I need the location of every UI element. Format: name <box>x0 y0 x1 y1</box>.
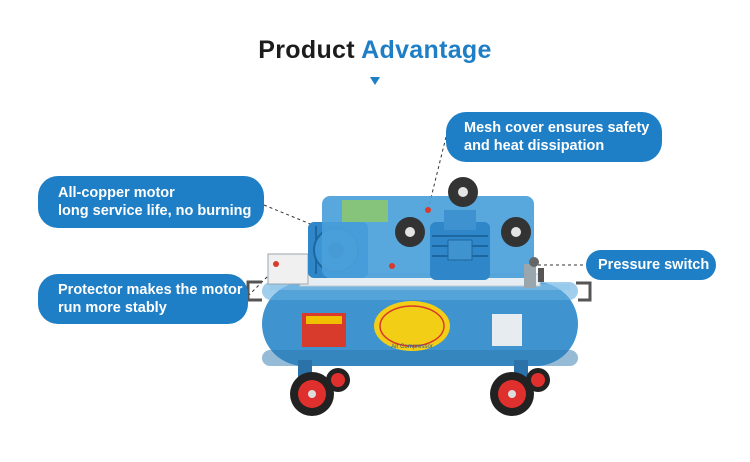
handle-left <box>246 280 262 302</box>
yellow-brand-badge <box>374 301 450 351</box>
wheel-front-left <box>290 372 334 416</box>
title-word-advantage: Advantage <box>361 36 492 64</box>
callout-mesh-line2: and heat dissipation <box>464 138 605 154</box>
callout-protector: Protector makes the motor run more stabl… <box>38 274 248 324</box>
tank-badge-text: Air Compressor <box>391 344 433 350</box>
callout-mesh-cover: Mesh cover ensures safety and heat dissi… <box>446 112 662 162</box>
callout-mesh-line1: Mesh cover ensures safety <box>464 120 650 136</box>
down-arrow-icon <box>370 77 380 85</box>
title-word-product: Product <box>258 36 355 64</box>
cover-logo-sticker <box>342 200 388 222</box>
spec-plate <box>492 314 522 346</box>
air-filter-right <box>501 217 531 247</box>
wheel-front-right <box>490 372 534 416</box>
callout-pressure-switch: Pressure switch <box>586 250 716 280</box>
pressure-switch <box>524 257 544 288</box>
air-filter-top <box>448 177 478 207</box>
protector-button <box>273 261 279 267</box>
wheel-back-left <box>326 368 350 392</box>
wheel-back-right <box>526 368 550 392</box>
callout-copper-line1: All-copper motor <box>58 185 175 201</box>
callout-copper-motor: All-copper motor long service life, no b… <box>38 176 264 228</box>
callout-protector-line2: run more stably <box>58 300 167 316</box>
air-filter-left <box>395 217 425 247</box>
page-title: Product Advantage <box>0 36 750 65</box>
callout-protector-line1: Protector makes the motor <box>58 282 243 298</box>
callout-pressure-line1: Pressure switch <box>598 257 710 273</box>
handle-right <box>576 281 592 302</box>
pump-head <box>430 210 490 280</box>
protector-box <box>267 253 309 285</box>
callout-copper-line2: long service life, no burning <box>58 203 252 219</box>
